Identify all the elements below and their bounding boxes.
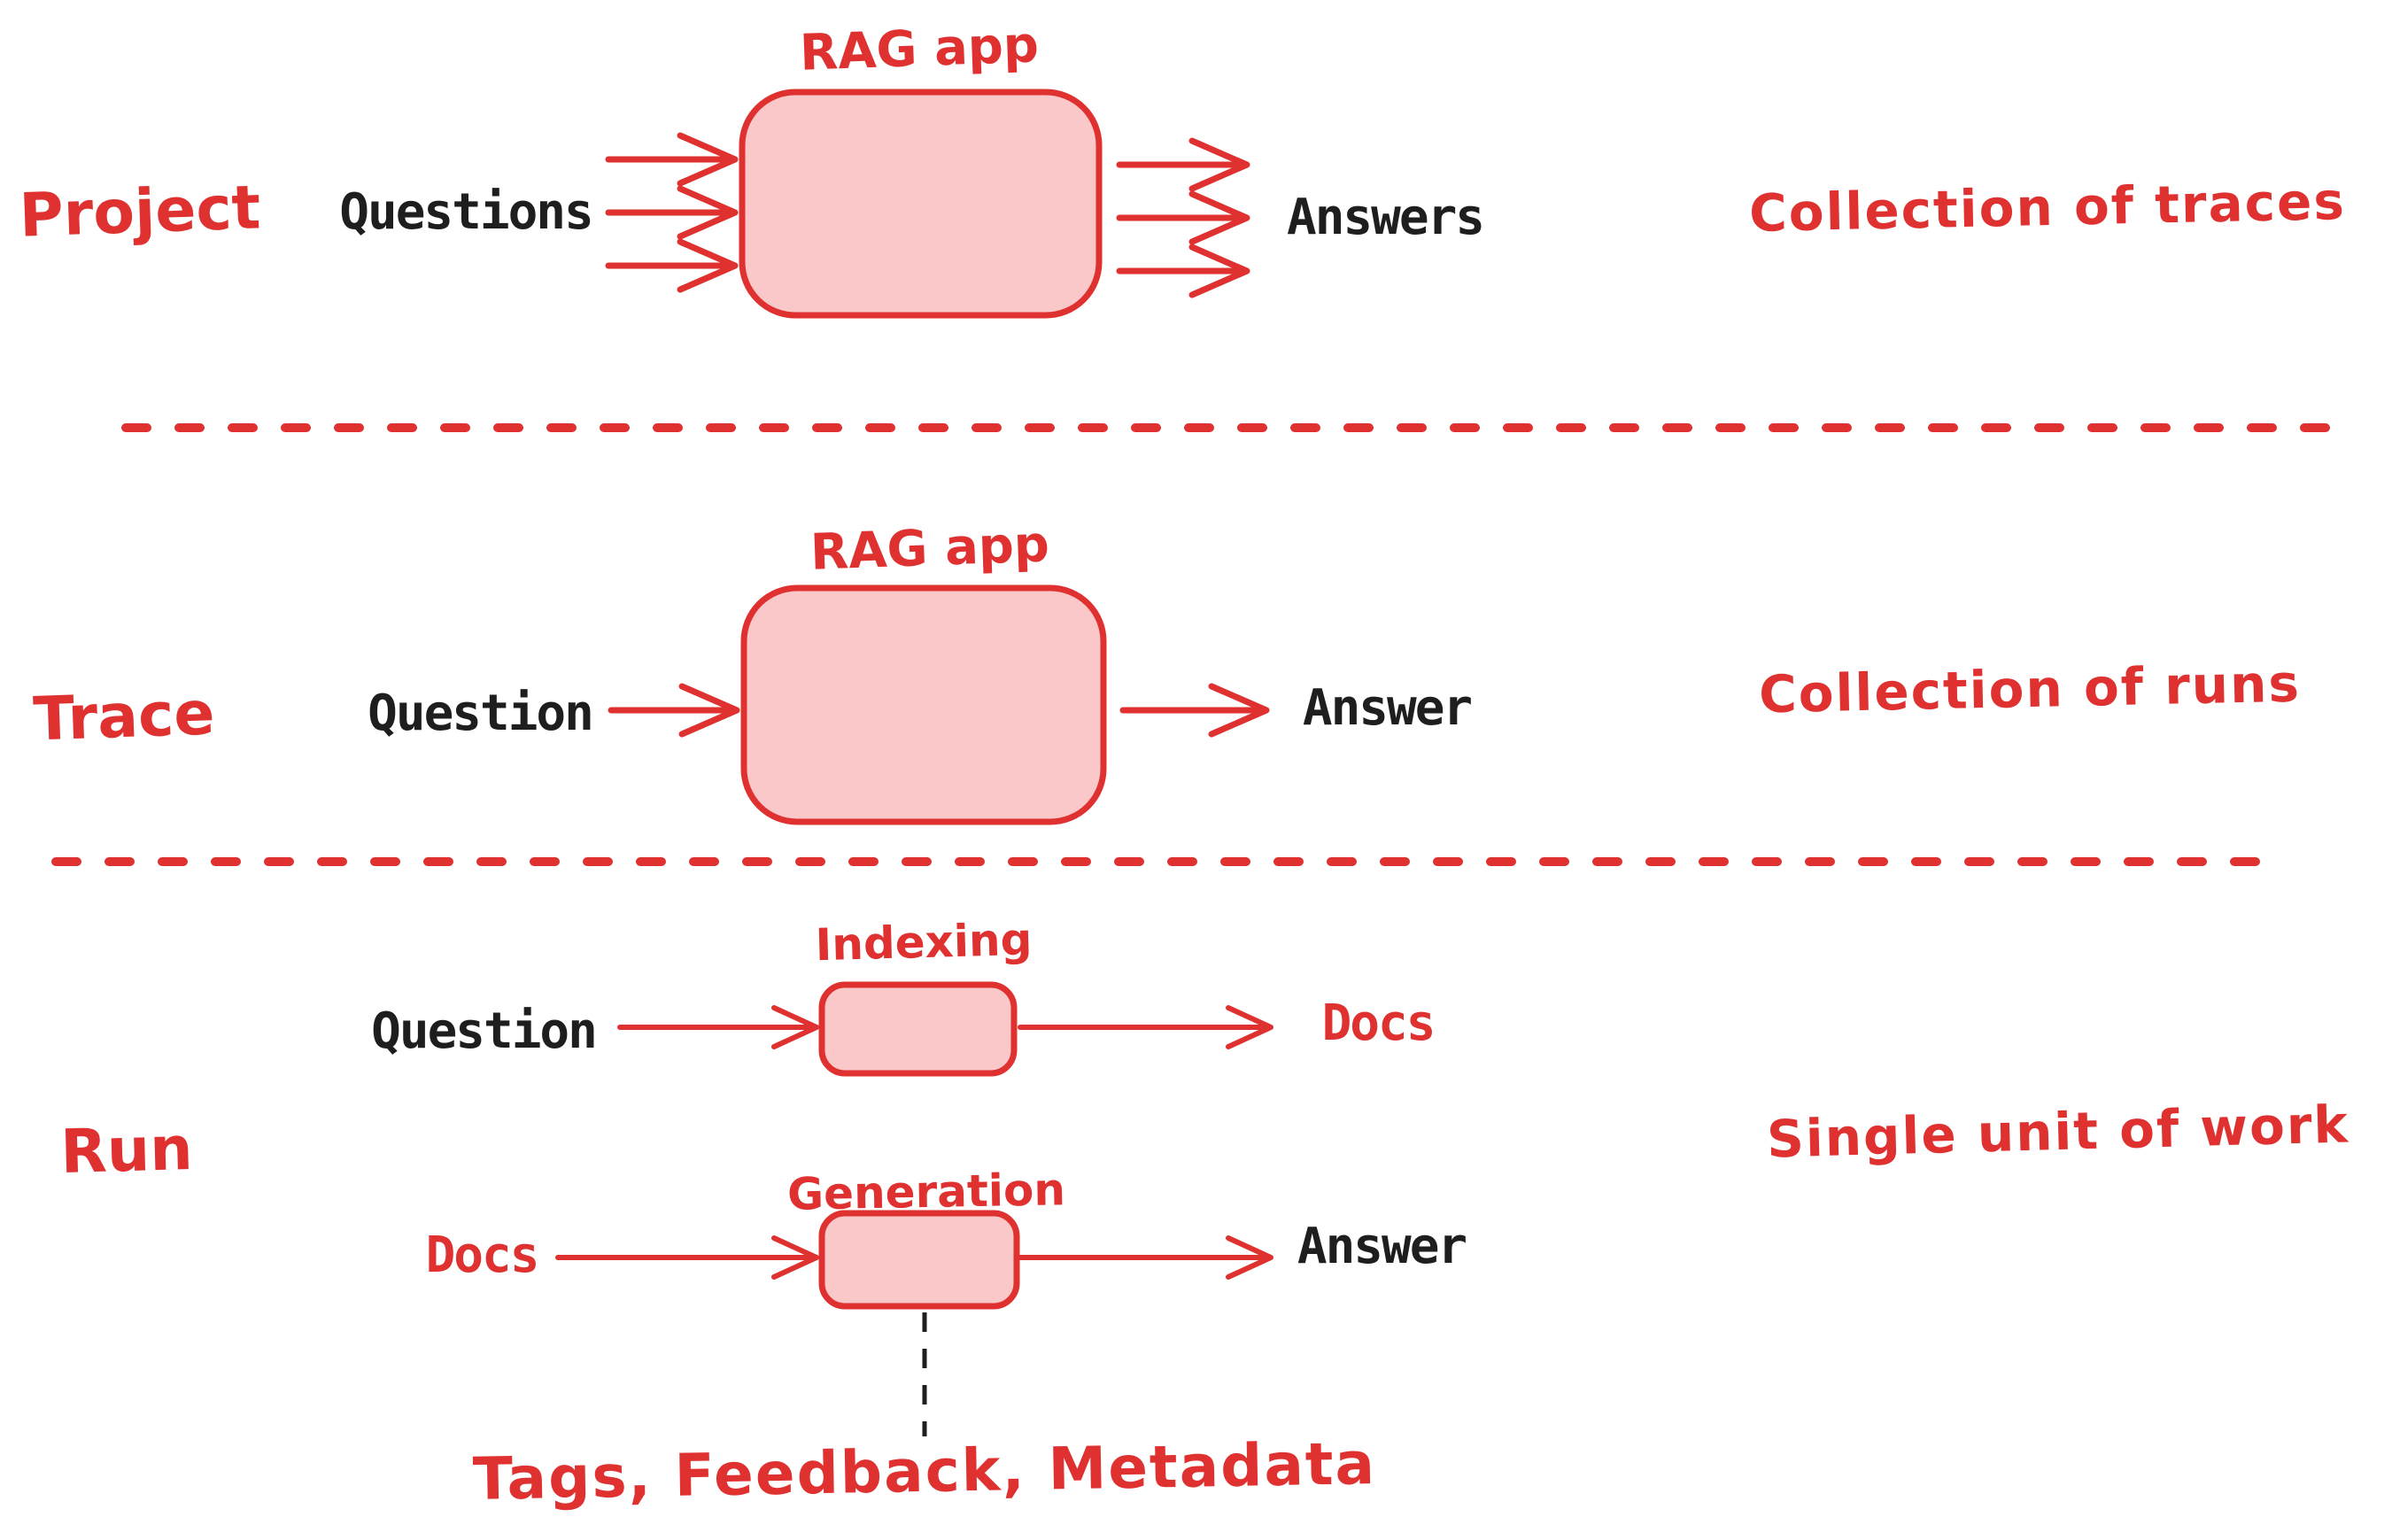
tags-feedback-metadata-label: Tags, Feedback, Metadata: [472, 1429, 1377, 1513]
generation-title: Generation: [786, 1164, 1066, 1220]
answers-arrow-1: [1116, 137, 1250, 192]
rag-app-box-project: [739, 89, 1103, 319]
questions-arrow-1: [605, 132, 739, 187]
questions-label: Questions: [339, 183, 593, 241]
answer-arrow-trace: [1119, 683, 1270, 738]
answer-arrow-generation: [1018, 1235, 1273, 1280]
single-unit-of-work-label: Single unit of work: [1766, 1094, 2350, 1170]
project-section-label: Project: [18, 173, 262, 252]
docs-arrow-generation: [555, 1235, 819, 1280]
answers-arrow-3: [1116, 244, 1250, 298]
question-label-trace: Question: [368, 685, 594, 742]
answers-arrow-2: [1116, 190, 1250, 245]
question-arrow-indexing: [617, 1005, 819, 1049]
docs-output-label: Docs: [1321, 994, 1436, 1052]
rag-app-title-project: RAG app: [798, 16, 1040, 82]
indexing-box: [818, 981, 1018, 1077]
questions-arrow-3: [605, 238, 739, 293]
docs-input-label: Docs: [425, 1227, 540, 1284]
collection-of-traces-label: Collection of traces: [1748, 170, 2347, 244]
collection-of-runs-label: Collection of runs: [1758, 653, 2302, 725]
indexing-title: Indexing: [814, 913, 1033, 971]
rag-app-title-trace: RAG app: [809, 515, 1050, 582]
run-section-label: Run: [59, 1114, 194, 1188]
rag-app-box-trace: [740, 584, 1107, 825]
trace-section-label: Trace: [32, 678, 216, 755]
question-label-indexing: Question: [371, 1002, 598, 1060]
question-arrow-trace: [608, 683, 740, 738]
answer-label-trace: Answer: [1302, 679, 1473, 737]
generation-box: [818, 1210, 1020, 1310]
questions-arrow-2: [605, 185, 739, 240]
answers-label: Answers: [1286, 189, 1485, 246]
docs-arrow-indexing: [1018, 1005, 1273, 1049]
answer-label-generation: Answer: [1297, 1218, 1467, 1275]
